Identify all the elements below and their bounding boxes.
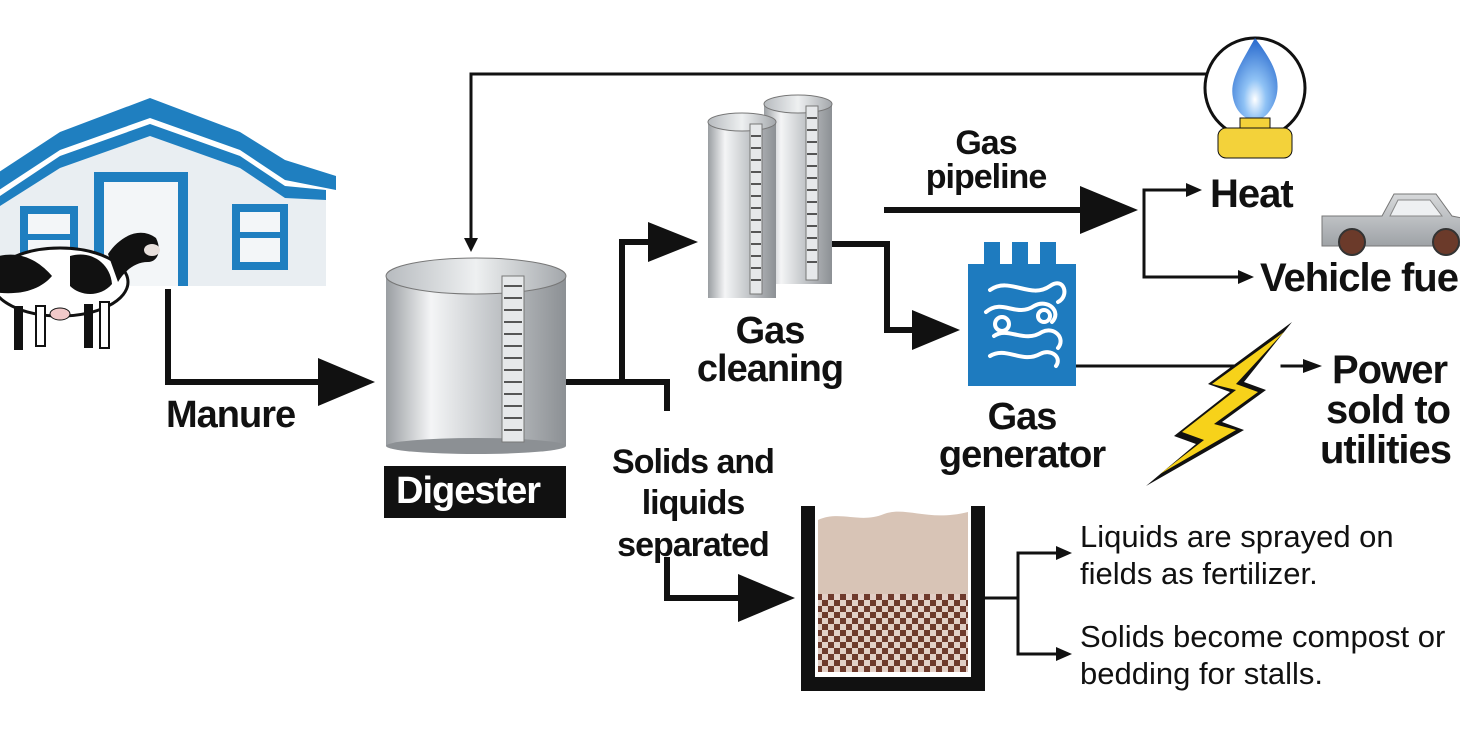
gas-pipeline-label: Gas pipeline (912, 126, 1060, 194)
vehicle-fuel-arrowhead (1238, 270, 1254, 284)
heat-label: Heat (1210, 172, 1294, 216)
liquids-description-line1: Liquids are sprayed on (1080, 519, 1394, 554)
liquids-arrowhead (1056, 546, 1072, 560)
gas-flame-icon (1203, 36, 1307, 159)
liquids-description-line2: fields as fertilizer. (1080, 556, 1318, 592)
arrowheads (318, 183, 1322, 661)
vehicle-fuel-label: Vehicle fuel (1260, 256, 1460, 300)
compost-description-line1: Solids become compost or (1080, 619, 1446, 654)
gas-cleaning-label-line1: Gas (735, 310, 806, 352)
heat-return-arrowhead (464, 238, 478, 252)
gas-cleaning-outlet-line (829, 241, 918, 333)
separator-output-branch (983, 551, 1060, 656)
power-label-line2: sold to (1326, 388, 1451, 432)
compost-description-line2: bedding for stalls. (1080, 656, 1323, 692)
separator-arrowhead (738, 574, 795, 622)
gas-generator-label-line2: generator (938, 434, 1106, 476)
digester-label-box: Digester (384, 466, 566, 518)
gas-pipeline-label-line2: pipeline (925, 158, 1047, 196)
manure-arrowhead (318, 358, 375, 406)
lightning-bolt-icon (1146, 322, 1292, 486)
gas-pipeline-label-line1: Gas (955, 124, 1017, 162)
generator-arrowhead (912, 310, 960, 350)
solids-liquids-label: Solids and liquids separated (598, 442, 788, 566)
gas-cleaning-label-line2: cleaning (696, 348, 844, 390)
gas-generator-label-line1: Gas (987, 396, 1058, 438)
gas-cleaning-label: Gas cleaning (686, 312, 854, 388)
gas-cleaning-arrowhead (648, 222, 698, 262)
gas-pipeline-arrowhead (1080, 186, 1138, 234)
solids-liquids-label-line3: separated (617, 525, 770, 564)
gas-generator-icon (968, 242, 1076, 386)
power-label-line3: utilities (1320, 428, 1452, 472)
compost-description: Solids become compost or bedding for sta… (1080, 618, 1445, 692)
gas-cleaning-tanks-icon (707, 94, 833, 298)
gas-generator-label: Gas generator (922, 398, 1122, 474)
separation-tank-icon (801, 506, 985, 691)
solids-liquids-label-line1: Solids and (612, 443, 775, 481)
solids-liquids-label-line2: liquids (641, 484, 746, 523)
power-label-line1: Power (1332, 348, 1448, 392)
power-arrowhead (1303, 359, 1322, 373)
cow-icon (0, 232, 160, 350)
manure-line (165, 289, 333, 385)
digester-label: Digester (396, 470, 541, 512)
manure-label: Manure (166, 394, 296, 436)
separator-feed-line (664, 557, 743, 601)
power-label: Power sold to utilities (1320, 348, 1452, 472)
digester-tank-icon (385, 257, 567, 454)
compost-arrowhead (1056, 647, 1072, 661)
flow-lines (165, 72, 1307, 656)
pickup-truck-icon (1321, 193, 1460, 256)
heat-return-line (469, 72, 1217, 240)
to-gas-cleaning-line (619, 239, 653, 385)
heat-vehicle-branch (1142, 188, 1242, 279)
heat-arrowhead (1186, 183, 1202, 197)
liquids-description: Liquids are sprayed on fields as fertili… (1080, 518, 1394, 592)
